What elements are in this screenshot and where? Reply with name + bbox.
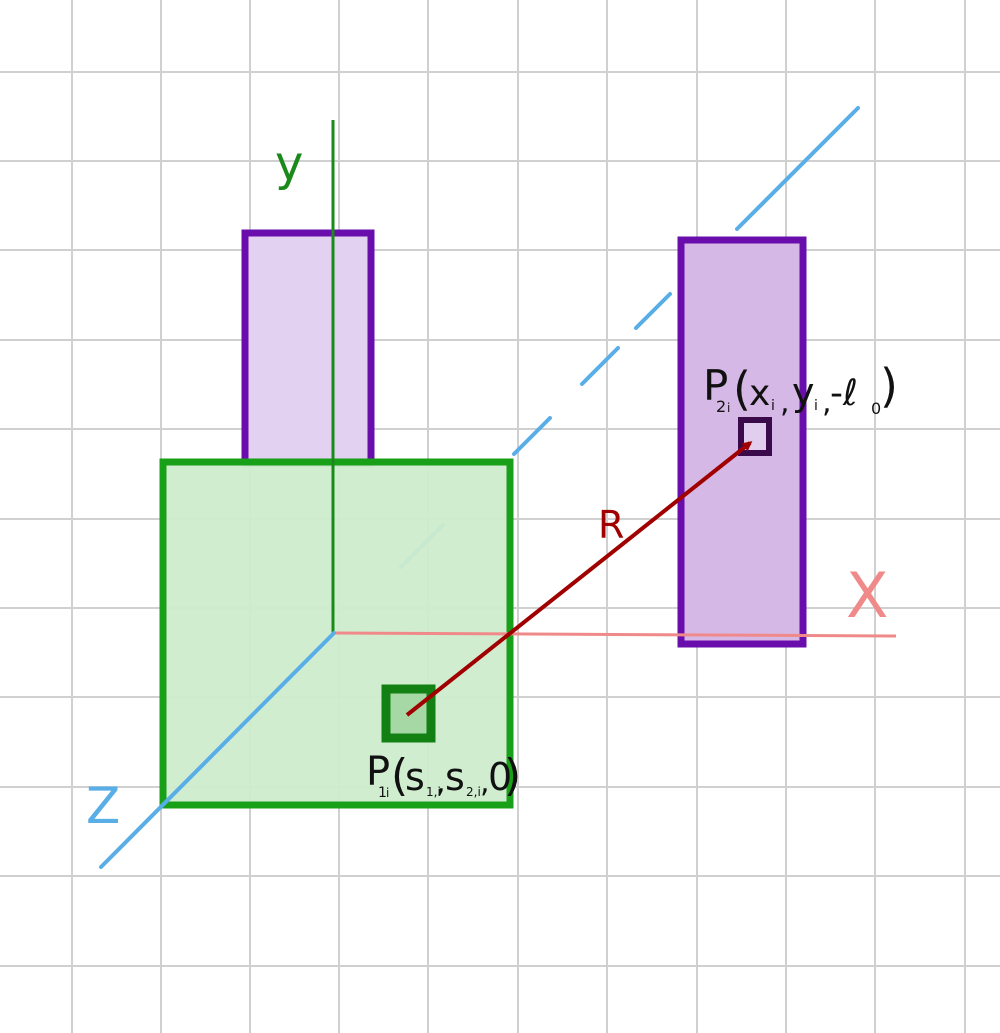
p1-coord-3: 0 [488,755,512,799]
vector-label: R [598,503,624,547]
y-axis-label: y [275,136,303,192]
x-axis [333,631,897,638]
p2-close-paren: ) [880,359,898,413]
p2-coord-3: -ℓ [830,373,858,414]
p2-comma-1: , [780,385,790,420]
point-p1-label: P 1 i ( s 1,i , s 2,i , 0 ) [366,749,521,801]
z-axis-label: Z [86,777,120,835]
p2-coord-3-sub: 0 [871,399,881,418]
p2-coord-1: x [749,373,770,414]
p1-comma-1: , [436,765,446,800]
z-axis [99,631,336,869]
p1-coord-2: s [445,755,465,799]
vector-r [405,441,753,717]
p2-subscript-i: i [727,401,730,415]
p2-coord-2-sub: i [814,398,818,414]
p1-subscript: 1 [378,785,387,801]
p1-coord-1: s [405,755,425,799]
point-p2-label: P 2 i ( x i , y i , -ℓ 0 ) [703,359,898,420]
p2-coord-1-sub: i [771,398,775,414]
p1-comma-2: , [480,765,490,800]
p1-coord-1-sub: 1,i [426,785,441,799]
p1-coord-2-sub: 2,i [466,785,481,799]
p2-name: P [703,361,728,410]
p1-close-paren: ) [504,750,521,801]
p2-comma-2: , [822,385,832,420]
point-p2-marker [738,417,772,456]
p1-open-paren: ( [391,750,408,801]
p2-open-paren: ( [733,362,751,416]
p2-subscript: 2 [716,397,726,416]
x-axis-label: X [846,559,888,632]
p1-subscript-i: i [386,786,389,800]
p1-name: P [366,749,390,795]
p2-coord-2: y [792,370,815,414]
left-purple-box [241,229,375,467]
